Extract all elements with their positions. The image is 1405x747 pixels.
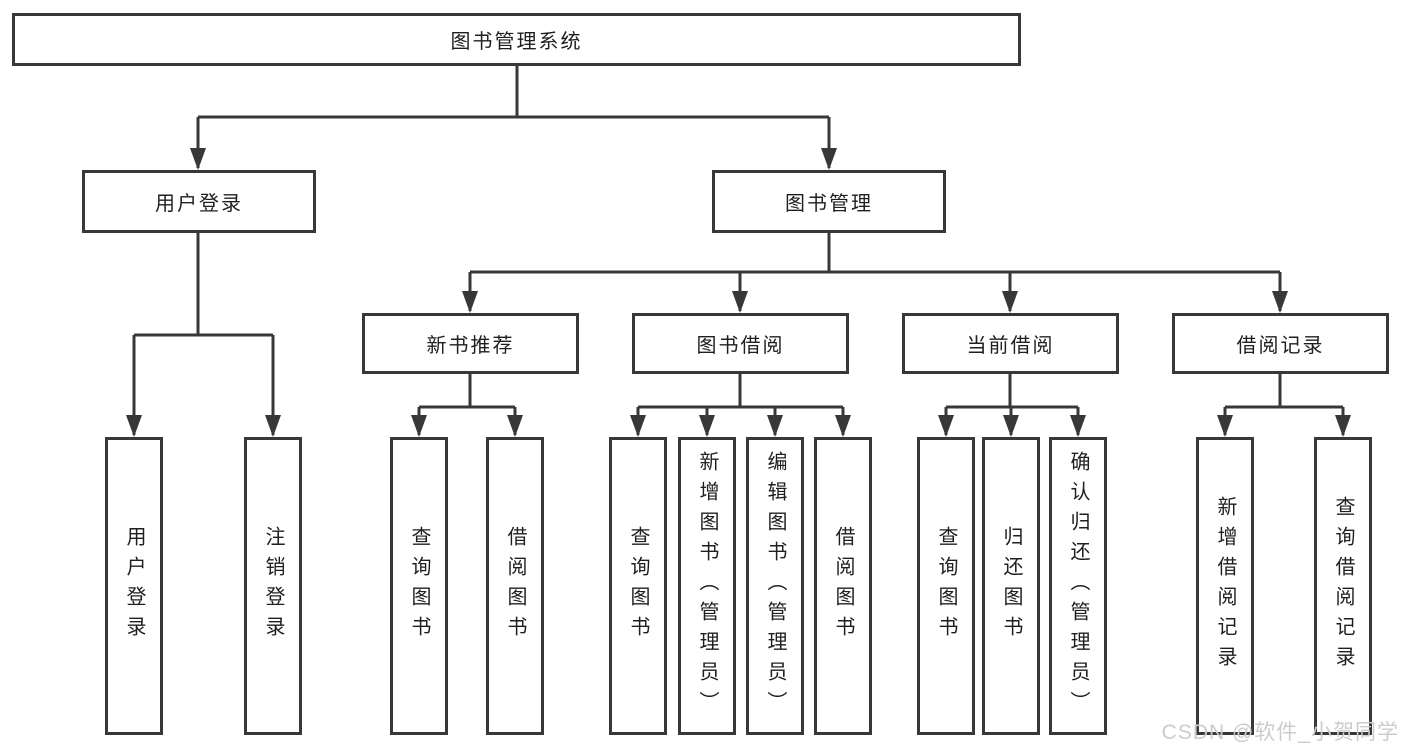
leaf-recommend-borrow-books: 借阅图书 [486,437,544,735]
node-user-login: 用户登录 [82,170,316,233]
node-book-borrow: 图书借阅 [632,313,849,374]
node-user-login-label: 用户登录 [155,193,243,215]
leaf-recommend-query-books: 查询图书 [390,437,448,735]
leaf-user-login-label: 用户登录 [123,526,145,646]
leaf-query-borrow-record-label: 查询借阅记录 [1332,496,1354,676]
leaf-add-borrow-record-label: 新增借阅记录 [1214,496,1236,676]
leaf-query-borrow-record: 查询借阅记录 [1314,437,1372,735]
node-root-label: 图书管理系统 [450,31,583,53]
leaf-edit-books-admin: 编辑图书（管理员） [746,437,804,735]
leaf-recommend-borrow-books-label: 借阅图书 [504,526,526,646]
csdn-watermark: CSDN @软件_小贺同学 [1161,721,1399,744]
node-new-book-recommend: 新书推荐 [362,313,579,374]
node-borrow-records-label: 借阅记录 [1236,335,1325,357]
leaf-add-books-admin-label: 新增图书（管理员） [696,451,718,721]
leaf-borrow-query-books: 查询图书 [609,437,667,735]
node-root: 图书管理系统 [12,13,1021,66]
node-current-borrow: 当前借阅 [902,313,1119,374]
leaf-borrow-query-books-label: 查询图书 [627,526,649,646]
leaf-confirm-return-admin-label: 确认归还（管理员） [1067,451,1089,721]
node-new-book-recommend-label: 新书推荐 [426,335,515,357]
leaf-user-login: 用户登录 [105,437,163,735]
leaf-borrow-books: 借阅图书 [814,437,872,735]
node-book-management: 图书管理 [712,170,946,233]
leaf-edit-books-admin-label: 编辑图书（管理员） [764,451,786,721]
node-book-borrow-label: 图书借阅 [696,335,785,357]
leaf-return-books-label: 归还图书 [1000,526,1022,646]
leaf-current-query-books-label: 查询图书 [935,526,957,646]
leaf-add-borrow-record: 新增借阅记录 [1196,437,1254,735]
leaf-logout-label: 注销登录 [262,526,284,646]
leaf-confirm-return-admin: 确认归还（管理员） [1049,437,1107,735]
leaf-add-books-admin: 新增图书（管理员） [678,437,736,735]
leaf-return-books: 归还图书 [982,437,1040,735]
node-borrow-records: 借阅记录 [1172,313,1389,374]
leaf-borrow-books-label: 借阅图书 [832,526,854,646]
leaf-recommend-query-books-label: 查询图书 [408,526,430,646]
node-current-borrow-label: 当前借阅 [966,335,1055,357]
node-book-management-label: 图书管理 [785,193,873,215]
leaf-current-query-books: 查询图书 [917,437,975,735]
leaf-logout: 注销登录 [244,437,302,735]
